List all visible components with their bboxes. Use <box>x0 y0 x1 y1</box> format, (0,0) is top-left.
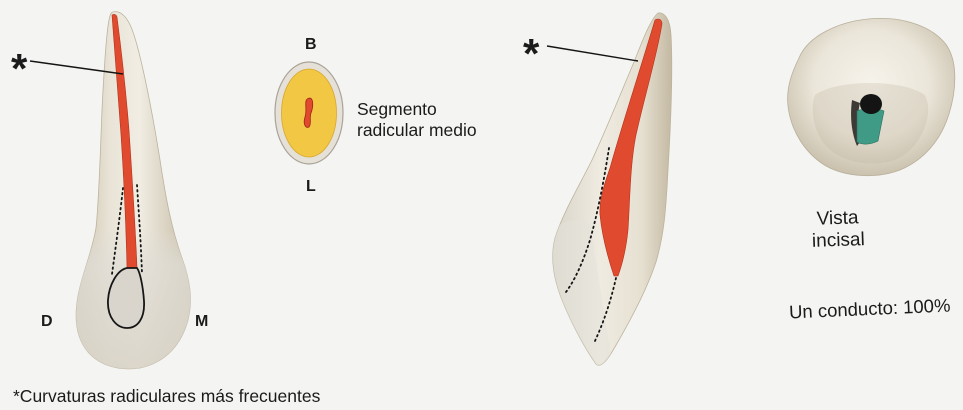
caption-line: radicular medio <box>357 120 477 141</box>
curvature-asterisk-proximal: * <box>523 33 539 75</box>
cross-section-caption: Segmento radicular medio <box>357 99 477 141</box>
mesial-label: M <box>195 314 208 330</box>
incisal-view-tooth <box>788 18 955 175</box>
footnote: *Curvaturas radiculares más frecuentes <box>13 388 320 406</box>
curvature-leader-line <box>547 46 638 61</box>
distal-label: D <box>41 314 53 330</box>
caption-line: incisal <box>796 229 881 254</box>
caption-line: Segmento <box>357 99 477 120</box>
curvature-asterisk-labial: * <box>11 48 27 90</box>
root-cross-section <box>275 62 343 164</box>
proximal-view-tooth <box>545 13 672 380</box>
canal-orifice <box>860 94 882 114</box>
lingual-label: L <box>306 179 316 195</box>
caption-line: Vista <box>795 207 880 232</box>
buccal-label: B <box>305 37 317 53</box>
labial-view-tooth <box>30 12 205 380</box>
incisal-view-caption: Vista incisal <box>795 207 880 254</box>
